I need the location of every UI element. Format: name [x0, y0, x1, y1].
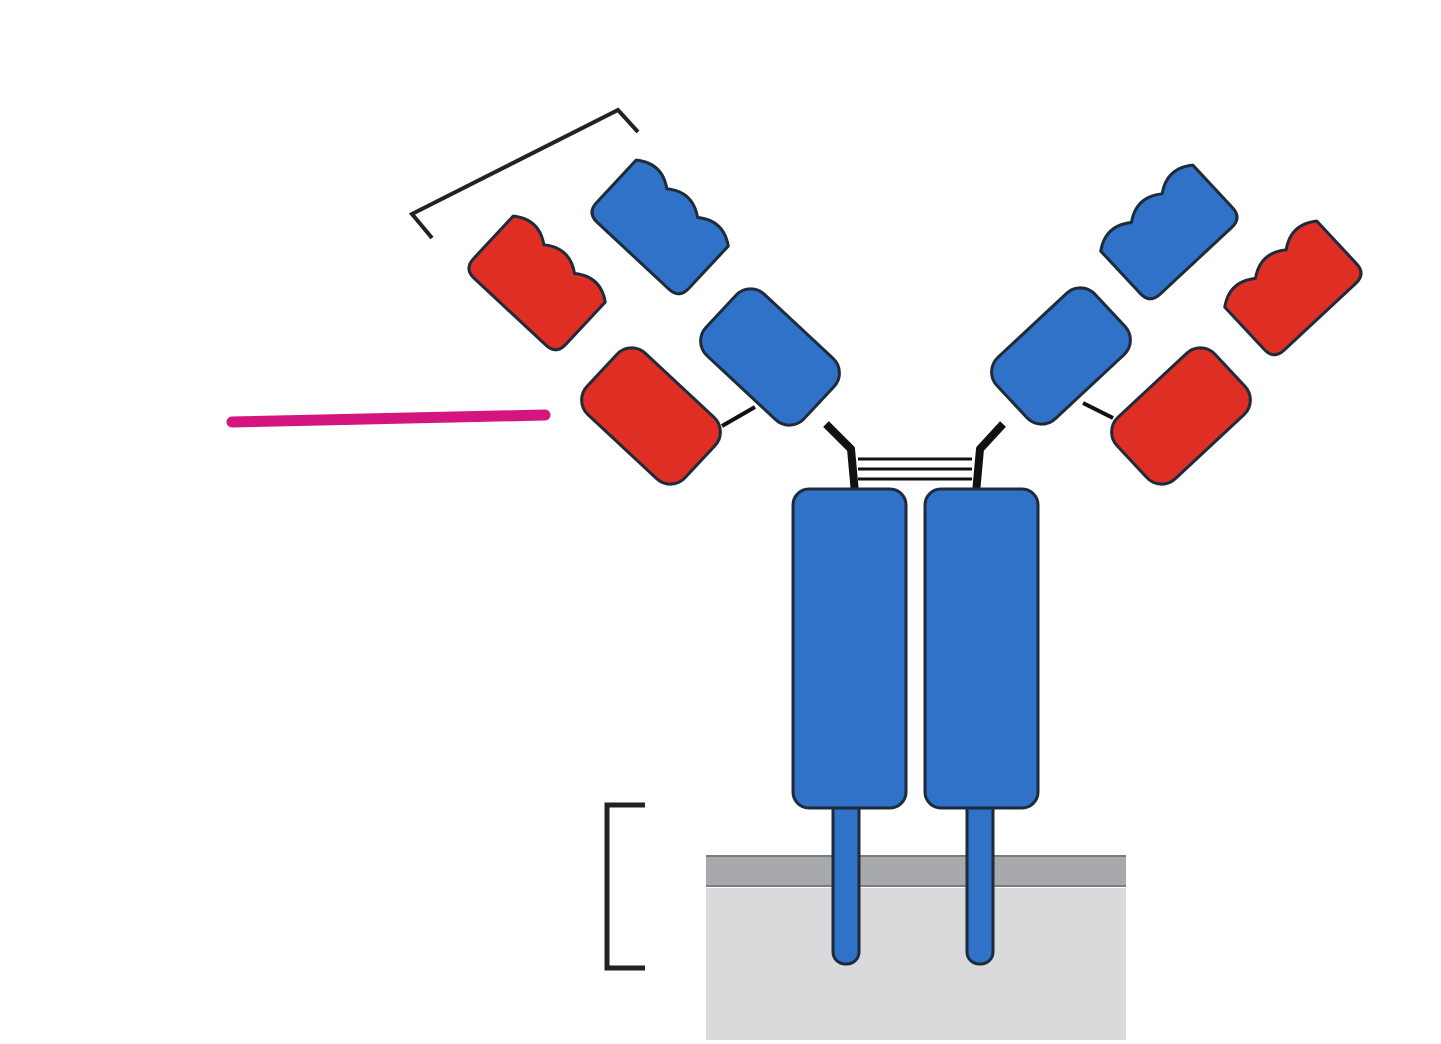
heavy-chain-tail-left: [831, 794, 861, 966]
heavy-chain-variable-right: [1099, 163, 1239, 301]
membrane-body: [706, 888, 1126, 1040]
hinge-disulfide-bonds: [858, 457, 972, 481]
hinge-linker-right: [972, 421, 1006, 494]
pointer-line-icon: [226, 409, 551, 428]
light-chain-variable-left: [467, 214, 607, 352]
fc-domain-right: [923, 487, 1040, 810]
heavy-chain-constant-right: [990, 286, 1132, 426]
heavy-chain-tail-right: [965, 794, 995, 966]
heavy-chain-constant-left: [699, 287, 841, 427]
fc-domain-left: [791, 487, 908, 810]
membrane-band: [706, 856, 1126, 886]
light-heavy-linker-right: [1082, 401, 1114, 420]
bracket-icon: [604, 802, 645, 971]
hinge-linker-left: [823, 421, 859, 494]
light-chain-variable-right: [1223, 219, 1363, 357]
heavy-chain-variable-left: [590, 158, 730, 296]
light-chain-constant-left: [580, 346, 722, 486]
bracket-icon: [408, 107, 640, 240]
light-heavy-linker-left: [721, 405, 756, 428]
light-chain-constant-right: [1110, 346, 1252, 486]
